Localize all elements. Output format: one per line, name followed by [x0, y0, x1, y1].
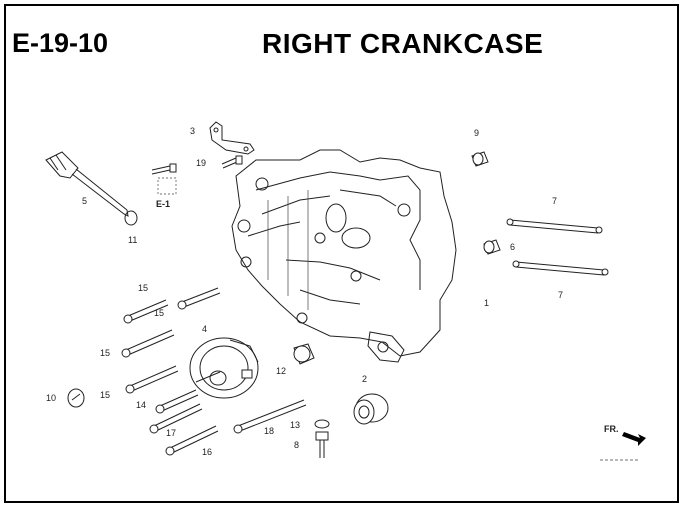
callout-label: 14 — [136, 400, 146, 410]
part-right-crankcase — [231, 149, 457, 363]
callout-label: 8 — [294, 440, 299, 450]
callout-label: 10 — [46, 393, 56, 403]
part-bushing — [353, 393, 389, 425]
callout-label: 6 — [510, 242, 515, 252]
part-collar — [293, 343, 315, 365]
callout-label: 15 — [100, 348, 110, 358]
part-dowel-pin-9 — [471, 151, 489, 167]
part-small-bolt — [151, 155, 243, 175]
callout-label: 5 — [82, 196, 87, 206]
callout-label: E-1 — [156, 199, 170, 209]
callout-label: 11 — [128, 235, 137, 245]
callout-label: 13 — [290, 420, 300, 430]
callout-label: 17 — [166, 428, 176, 438]
part-drain-bolt — [315, 431, 329, 458]
callout-label: 9 — [474, 128, 479, 138]
part-long-bolt — [121, 287, 307, 456]
diagram-frame — [4, 4, 679, 503]
callout-label: 16 — [202, 447, 212, 457]
callout-label: 7 — [552, 196, 557, 206]
diagram-code: E-19-10 — [12, 28, 109, 58]
front-direction-arrow — [622, 432, 646, 446]
callout-label: 15 — [100, 390, 110, 400]
part-dowel-pin-6 — [483, 239, 501, 255]
part-long-pin — [506, 218, 609, 276]
part-washer — [314, 419, 330, 429]
callout-label: 3 — [190, 126, 195, 136]
part-o-ring — [124, 210, 138, 226]
callout-label: 2 — [362, 374, 367, 384]
callout-label: 7 — [558, 290, 563, 300]
callout-label: 12 — [276, 366, 286, 376]
callout-label: 18 — [264, 426, 274, 436]
part-bracket — [209, 121, 255, 155]
diagram-title: RIGHT CRANKCASE — [262, 28, 544, 59]
callout-label: 1 — [484, 298, 489, 308]
callout-label: 15 — [154, 308, 164, 318]
part-plug — [67, 388, 85, 408]
callout-label: 15 — [138, 283, 148, 293]
fr-label: FR. — [604, 424, 619, 434]
callout-label: 19 — [196, 158, 206, 168]
part-cover — [189, 337, 259, 399]
part-dipstick — [45, 151, 129, 217]
callout-label: 4 — [202, 324, 207, 334]
